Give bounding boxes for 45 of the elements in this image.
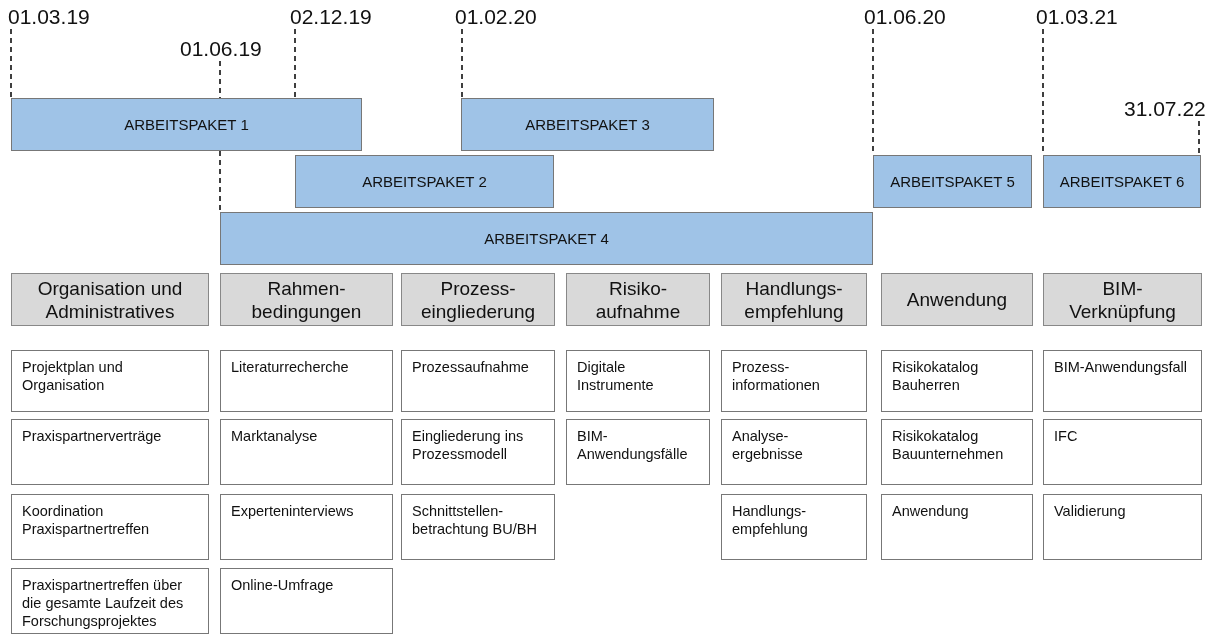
task-box: Koordination Praxispartnertreffen — [11, 494, 209, 560]
task-box: Praxispartnerverträge — [11, 419, 209, 485]
column-header: Organisation und Administratives — [11, 273, 209, 326]
task-box: Analyse- ergebnisse — [721, 419, 867, 485]
leader-line — [10, 28, 12, 99]
date-label: 01.02.20 — [455, 5, 537, 29]
work-package-bar: ARBEITSPAKET 2 — [295, 155, 554, 208]
task-box: Online-Umfrage — [220, 568, 393, 634]
work-package-bar: ARBEITSPAKET 6 — [1043, 155, 1201, 208]
task-box: Experteninterviews — [220, 494, 393, 560]
task-box: BIM- Anwendungsfälle — [566, 419, 710, 485]
column-header: Prozess- eingliederung — [401, 273, 555, 326]
column-header: BIM- Verknüpfung — [1043, 273, 1202, 326]
task-box: BIM-Anwendungsfall — [1043, 350, 1202, 412]
date-label: 31.07.22 — [1124, 97, 1206, 121]
task-box: Schnittstellen- betrachtung BU/BH — [401, 494, 555, 560]
column-header: Anwendung — [881, 273, 1033, 326]
task-box: Praxispartnertreffen über die gesamte Laufzeit des Forschungsprojektes — [11, 568, 209, 634]
task-box: Prozessaufnahme — [401, 350, 555, 412]
date-label: 01.03.19 — [8, 5, 90, 29]
task-box: Projektplan und Organisation — [11, 350, 209, 412]
task-box: Anwendung — [881, 494, 1033, 560]
date-label: 01.06.20 — [864, 5, 946, 29]
leader-line — [461, 28, 463, 99]
task-box: Validierung — [1043, 494, 1202, 560]
work-package-bar: ARBEITSPAKET 5 — [873, 155, 1032, 208]
column-header: Risiko- aufnahme — [566, 273, 710, 326]
date-label: 01.06.19 — [180, 37, 262, 61]
work-package-bar: ARBEITSPAKET 3 — [461, 98, 714, 151]
task-box: Literaturrecherche — [220, 350, 393, 412]
task-box: IFC — [1043, 419, 1202, 485]
task-box: Marktanalyse — [220, 419, 393, 485]
task-box: Digitale Instrumente — [566, 350, 710, 412]
date-label: 01.03.21 — [1036, 5, 1118, 29]
date-label: 02.12.19 — [290, 5, 372, 29]
work-package-bar: ARBEITSPAKET 1 — [11, 98, 362, 151]
task-box: Handlungs- empfehlung — [721, 494, 867, 560]
task-box: Prozess- informationen — [721, 350, 867, 412]
leader-line — [1198, 120, 1200, 156]
column-header: Handlungs- empfehlung — [721, 273, 867, 326]
task-box: Eingliederung ins Prozessmodell — [401, 419, 555, 485]
task-box: Risikokatalog Bauherren — [881, 350, 1033, 412]
task-box: Risikokatalog Bauunternehmen — [881, 419, 1033, 485]
column-header: Rahmen- bedingungen — [220, 273, 393, 326]
work-package-bar: ARBEITSPAKET 4 — [220, 212, 873, 265]
